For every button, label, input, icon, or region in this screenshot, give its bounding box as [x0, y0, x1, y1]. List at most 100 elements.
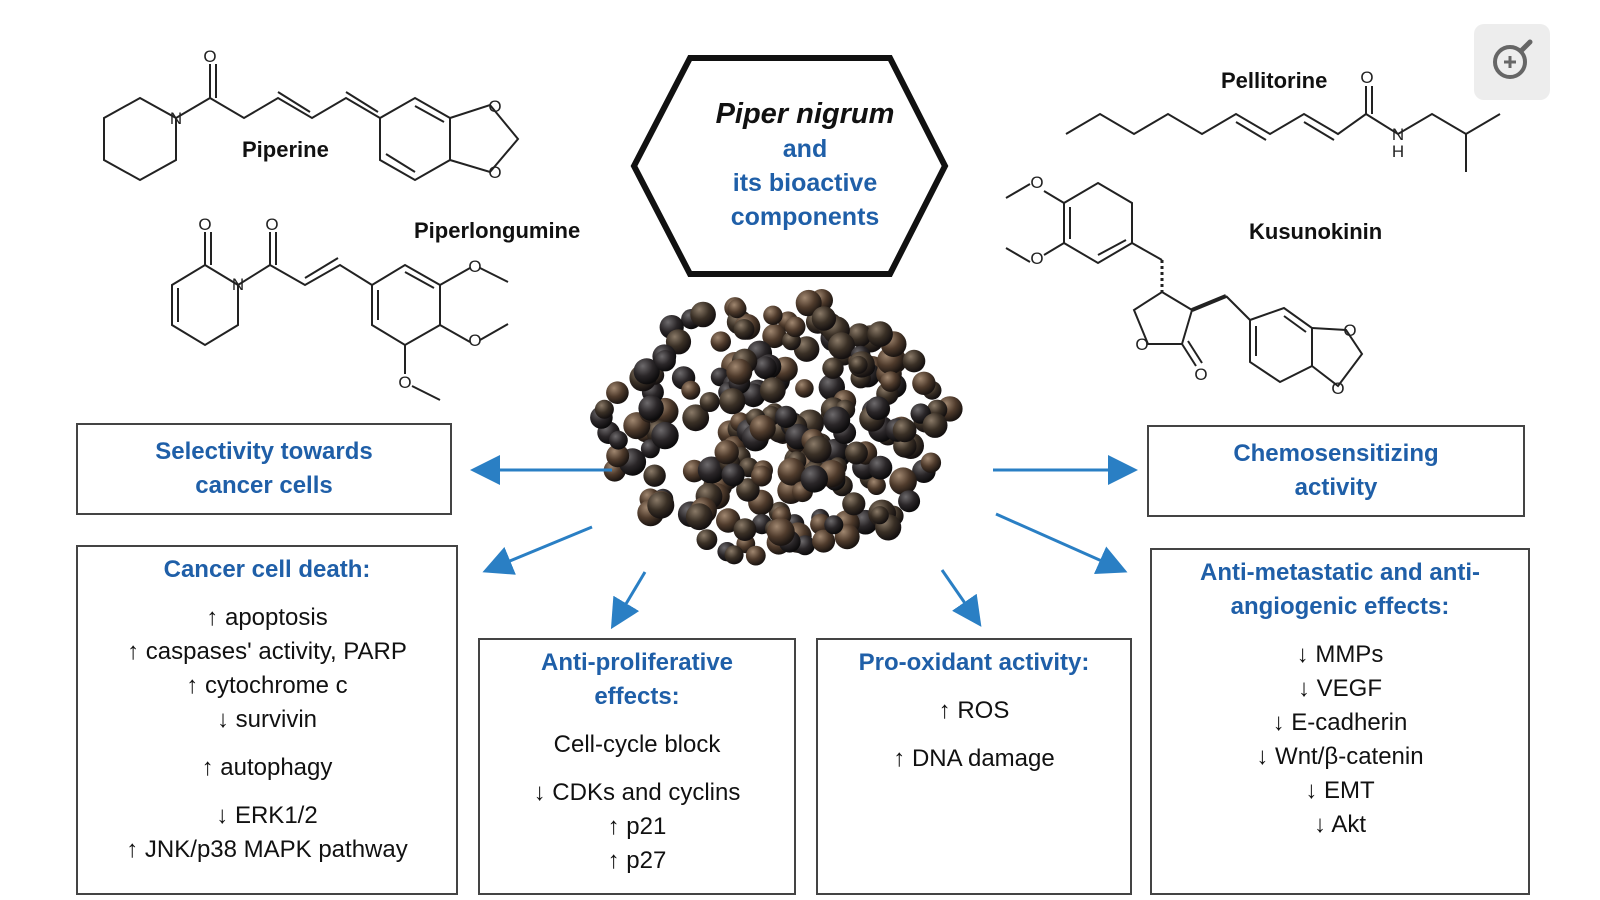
effect-item: ↓ MMPs: [1296, 641, 1384, 668]
center-hexagon: [630, 55, 949, 277]
effect-item: ↓ CDKs and cyclins: [533, 779, 741, 806]
peppercorn: [842, 492, 866, 516]
peppercorn: [721, 463, 745, 487]
atom-label: O: [203, 47, 216, 66]
peppercorn: [892, 418, 917, 443]
atom-label: O: [265, 215, 278, 234]
peppercorn: [654, 350, 676, 372]
peppercorn: [912, 371, 936, 395]
peppercorn: [823, 406, 851, 434]
peppercorn: [594, 399, 614, 419]
peppercorn: [866, 396, 890, 420]
atom-label: O: [1030, 249, 1043, 268]
piperine-structure: [103, 64, 520, 182]
peppercorn: [681, 380, 701, 400]
anti-proliferative-box: Anti-proliferative effects: Cell-cycle b…: [478, 638, 796, 895]
peppercorn: [638, 395, 664, 421]
peppercorn: [633, 358, 660, 385]
effect-item: ↑ JNK/p38 MAPK pathway: [126, 836, 408, 863]
peppercorn: [647, 491, 675, 519]
arrow-to-antimetastatic: [995, 512, 1128, 574]
peppercorn: [870, 506, 889, 525]
peppercorn: [690, 301, 716, 328]
atom-label: O: [488, 163, 501, 182]
selectivity-box: Selectivity towards cancer cells: [76, 423, 452, 515]
peppercorn: [699, 392, 720, 412]
effect-item: ↓ survivin: [216, 706, 318, 733]
peppercorn: [880, 371, 901, 392]
peppercorn: [849, 355, 868, 374]
effect-item: ↓ E-cadherin: [1272, 709, 1408, 736]
peppercorn: [696, 529, 718, 550]
peppercorn: [724, 545, 744, 565]
peppercorn: [753, 356, 777, 380]
pellitorine-structure: [1065, 86, 1501, 172]
atom-label: N: [232, 275, 244, 294]
box-title: Pro-oxidant activity:: [858, 649, 1090, 676]
peppercorn: [824, 515, 844, 535]
peppercorn: [811, 306, 837, 331]
center-subtitle-line: and: [782, 135, 828, 163]
peppercorn: [733, 518, 757, 541]
center-subtitle-line: its bioactive: [732, 169, 878, 197]
atom-label: O: [488, 97, 501, 116]
atom-label: O: [468, 257, 481, 276]
peppercorn: [844, 441, 868, 465]
arrow-to-prooxidant: [940, 569, 982, 627]
box-title-line: cancer cells: [195, 472, 333, 499]
peppercorn: [714, 440, 739, 465]
atom-label: O: [1194, 365, 1207, 384]
effect-item: ↑ caspases' activity, PARP: [127, 638, 407, 665]
effect-item: ↑ p27: [607, 847, 667, 874]
peppercorn: [902, 349, 926, 373]
effect-item: ↑ cytochrome c: [186, 672, 348, 699]
zoom-button[interactable]: [1474, 24, 1550, 100]
atom-label: O: [468, 331, 481, 350]
atom-label: O: [1331, 379, 1344, 398]
atom-label: N: [170, 109, 182, 128]
box-title-line: Anti-proliferative: [540, 649, 734, 676]
anti-metastatic-box: Anti-metastatic and anti- angiogenic eff…: [1150, 548, 1530, 895]
peppercorn: [800, 465, 828, 493]
box-title-line: activity: [1294, 474, 1378, 501]
peppercorn: [898, 490, 921, 513]
peppercorn: [759, 377, 786, 404]
kusunokinin-structure: [1005, 181, 1364, 388]
peppercorn: [795, 289, 822, 316]
peppercorn: [736, 478, 760, 502]
peppercorn: [795, 379, 814, 398]
atom-label: N: [1392, 125, 1404, 144]
peppercorn: [606, 444, 630, 468]
effect-item: ↑ apoptosis: [206, 604, 328, 631]
peppercorn: [763, 305, 783, 325]
peppercorn: [685, 503, 713, 531]
atom-label: O: [198, 215, 211, 234]
atom-label: O: [1135, 335, 1148, 354]
peppercorn: [922, 412, 948, 438]
peppercorn: [889, 467, 917, 495]
cancer-cell-death-box: Cancer cell death: ↑ apoptosis ↑ caspase…: [76, 545, 458, 895]
arrow-to-cancer-death: [482, 525, 593, 575]
zoom-in-icon: [1493, 39, 1533, 79]
peppercorn-cluster: [590, 289, 963, 566]
box-title: Cancer cell death:: [163, 556, 371, 583]
atom-label: O: [398, 373, 411, 392]
box-title-line: Selectivity towards: [155, 438, 373, 465]
box-title-line: Chemosensitizing: [1233, 440, 1439, 467]
peppercorn: [762, 323, 787, 349]
box-title-line: Anti-metastatic and anti-: [1199, 559, 1481, 586]
peppercorn: [777, 457, 806, 486]
effect-item: ↑ p21: [607, 813, 667, 840]
peppercorn: [745, 545, 766, 566]
center-subtitle-line: components: [730, 203, 880, 231]
peppercorn: [920, 452, 942, 473]
peppercorn: [775, 405, 798, 428]
peppercorn: [751, 465, 772, 487]
peppercorn: [828, 332, 855, 360]
peppercorn: [606, 381, 629, 404]
peppercorn: [726, 358, 753, 385]
atom-label: H: [1392, 142, 1404, 161]
effect-item: Cell-cycle block: [553, 731, 721, 758]
